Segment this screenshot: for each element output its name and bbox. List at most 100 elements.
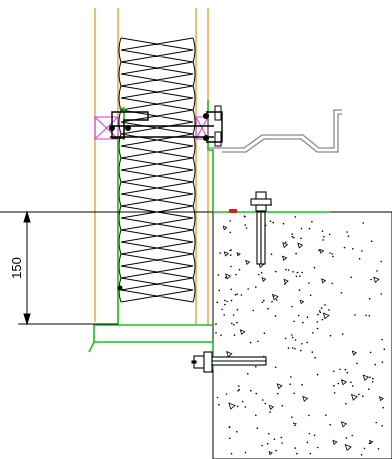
concrete-dot	[244, 451, 247, 454]
concrete-dot	[308, 414, 310, 417]
concrete-dot	[308, 227, 311, 230]
concrete-dot	[344, 368, 347, 371]
concrete-dot	[317, 313, 319, 316]
concrete-dot	[322, 239, 325, 241]
concrete-dot	[377, 448, 380, 450]
concrete-dot	[218, 403, 220, 406]
concrete-dot	[358, 393, 360, 396]
concrete-dot	[296, 271, 299, 274]
concrete-dot	[294, 447, 297, 449]
concrete-dot	[241, 400, 244, 403]
concrete-dot	[294, 348, 296, 350]
concrete-aggregate	[271, 293, 279, 301]
concrete-dot	[264, 402, 267, 405]
concrete-dot	[277, 392, 279, 395]
concrete-dot	[219, 252, 221, 254]
concrete-dot	[256, 427, 259, 430]
concrete-dot	[339, 368, 341, 371]
concrete-dot	[367, 388, 370, 391]
concrete-dot	[231, 322, 233, 325]
bracket-fixing-right	[195, 116, 209, 140]
concrete-dot	[236, 321, 238, 324]
concrete-dot	[298, 289, 301, 291]
dimension-label: 150	[9, 257, 24, 279]
concrete-dot	[350, 381, 352, 384]
concrete-dot	[272, 221, 275, 224]
concrete-dot	[274, 315, 277, 317]
concrete-dot	[282, 222, 285, 225]
concrete-dot	[270, 253, 273, 255]
concrete-dot	[318, 249, 320, 252]
concrete-dot	[328, 233, 331, 236]
concrete-dot	[369, 376, 371, 379]
concrete-aggregate	[223, 251, 230, 257]
concrete-dot	[238, 385, 240, 387]
concrete-dot	[294, 339, 297, 341]
concrete-aggregate	[299, 299, 305, 305]
concrete-dot	[255, 286, 257, 288]
concrete-dot	[255, 365, 257, 368]
concrete-dot	[358, 258, 361, 260]
concrete-aggregate	[268, 450, 273, 456]
bracket-screws	[214, 105, 222, 147]
concrete-dot	[301, 383, 303, 386]
concrete-dot	[368, 442, 371, 445]
concrete-dot	[293, 236, 295, 239]
concrete-dot	[295, 275, 298, 278]
concrete-dot	[244, 215, 246, 218]
concrete-dot	[271, 301, 273, 303]
concrete-dot	[333, 370, 335, 373]
dimension-line	[0, 210, 213, 326]
concrete-dot	[274, 366, 277, 369]
concrete-dot	[329, 252, 331, 254]
concrete-aggregate	[281, 255, 288, 261]
concrete-dot	[289, 383, 292, 386]
concrete-dot	[244, 406, 247, 408]
concrete-dot	[300, 237, 302, 240]
concrete-dot	[332, 255, 334, 258]
concrete-dot	[380, 293, 383, 295]
concrete-aggregate	[350, 393, 358, 401]
concrete-dot	[220, 334, 222, 337]
concrete-dot	[217, 274, 220, 276]
concrete-dot	[285, 241, 287, 243]
concrete-dot	[371, 381, 374, 383]
concrete-aggregate	[319, 248, 325, 254]
concrete-dot	[228, 426, 231, 429]
concrete-dot	[293, 422, 295, 425]
concrete-dot	[290, 376, 292, 378]
concrete-dot	[232, 314, 235, 316]
concrete-dot	[244, 224, 246, 226]
concrete-dot	[237, 390, 239, 392]
concrete-aggregate	[236, 252, 241, 257]
concrete-dot	[287, 347, 290, 349]
concrete-dot	[345, 437, 348, 439]
concrete-slab	[212, 211, 392, 459]
concrete-aggregate	[239, 329, 246, 335]
concrete-dot	[369, 351, 372, 354]
concrete-dot	[375, 421, 378, 424]
concrete-dot	[262, 399, 264, 401]
concrete-dot	[329, 423, 332, 426]
concrete-dot	[360, 454, 363, 456]
concrete-dot	[346, 371, 349, 374]
concrete-dot	[321, 318, 324, 321]
concrete-aggregate	[228, 402, 236, 410]
concrete-dot	[268, 433, 270, 435]
concrete-dot	[287, 269, 290, 271]
concrete-dot	[216, 301, 218, 304]
concrete-dot	[309, 294, 312, 297]
concrete-aggregate	[320, 278, 327, 284]
concrete-dot	[263, 299, 265, 302]
concrete-dot	[302, 321, 304, 324]
concrete-dot	[216, 396, 219, 399]
anchor-bolt-side	[191, 351, 267, 373]
concrete-aggregate	[378, 396, 384, 402]
concrete-dot	[306, 316, 309, 319]
concrete-dot	[260, 272, 263, 274]
concrete-dot	[263, 332, 266, 335]
anchor-bolt-top	[250, 191, 272, 265]
concrete-dot	[333, 392, 336, 394]
concrete-dot	[301, 271, 304, 274]
concrete-dot	[238, 268, 241, 271]
